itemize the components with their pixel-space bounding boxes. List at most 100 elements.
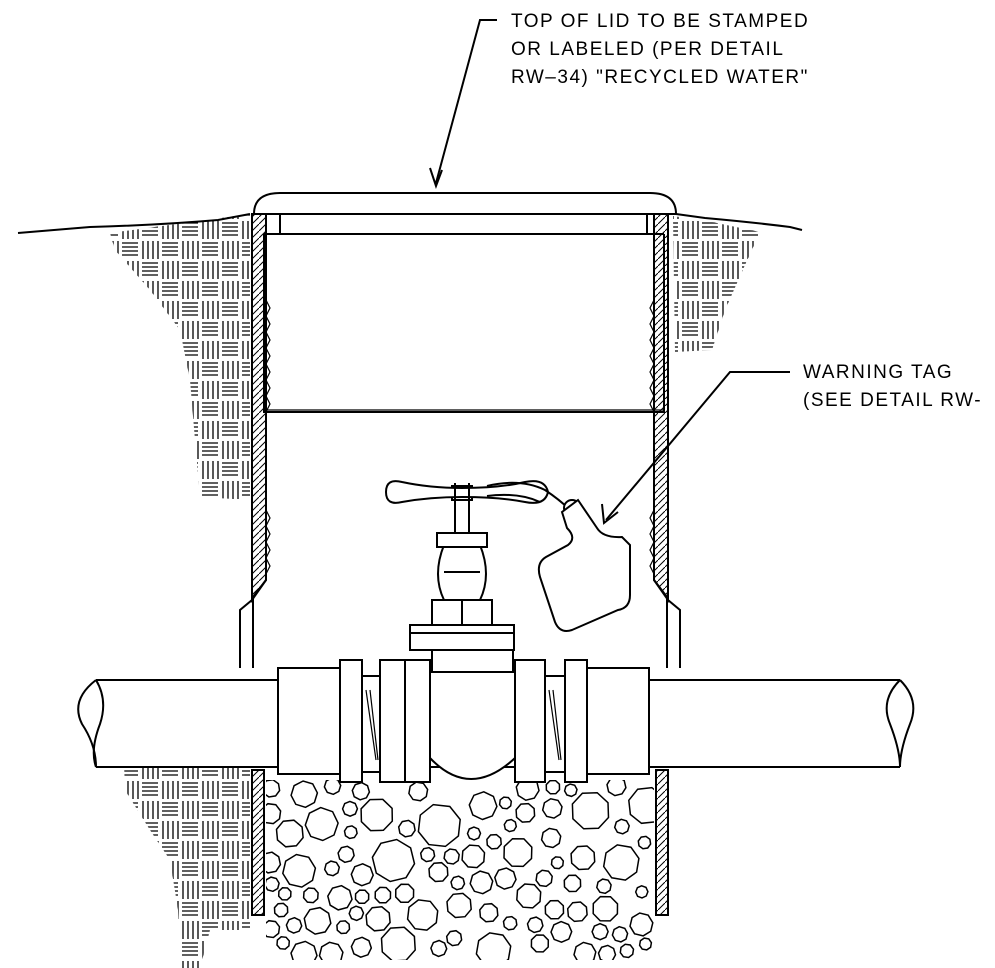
gravel-stone [406,899,439,931]
gravel-stone [446,892,472,919]
gravel-stone [638,937,653,951]
gravel-stone [290,780,319,809]
gravel-stone [394,883,415,904]
gravel-stone [266,802,282,825]
gravel-stone [606,780,627,797]
gravel-stone [266,919,281,939]
gravel-stone [397,819,416,838]
gravel-stone [613,818,631,835]
valve-box-wall-left [239,213,271,668]
gravel-stone [544,899,565,920]
gravel-stone [503,818,518,833]
gravel-stone [461,844,486,869]
gravel-stone [611,925,629,943]
gravel-stone [354,889,370,905]
gravel-stone [428,861,449,883]
gravel-stone [469,870,494,895]
lid-callout-line-1: TOP OF LID TO BE STAMPED [511,11,809,32]
gravel-stone [468,790,498,821]
gravel-stone [450,875,466,891]
gravel-stone [515,802,536,823]
lid-callout: TOP OF LID TO BE STAMPED OR LABELED (PER… [511,11,809,88]
gravel-stone [592,895,619,922]
gravel-stone [526,916,544,934]
gravel-stone [266,876,280,893]
gravel-stone [273,902,289,918]
gravel-stone [634,884,649,899]
gate-valve-body [409,485,516,780]
gravel-stone [591,922,609,941]
gravel-stone [540,827,562,849]
callout-leaders [429,19,790,525]
gravel-stone [563,874,582,893]
gravel-stone [530,934,550,953]
gravel-stone [341,800,359,818]
gravel-stone [365,906,391,932]
gravel-stone [302,887,319,904]
gravel-stone [275,819,304,848]
gravel-stone [371,838,416,883]
gravel-stone [350,936,373,959]
gravel-stone [545,780,561,795]
gravel-stone [430,939,448,958]
tag-callout-line-2: (SEE DETAIL RW- [803,390,982,411]
gravel-stone [629,912,654,937]
gravel-stone [348,905,365,922]
gravel-stone [597,944,617,960]
gravel-stone [360,798,394,832]
gravel-stone [498,796,513,810]
gravel-stone [571,791,610,830]
tag-callout-line-1: WARNING TAG [803,362,953,383]
gravel-stone [408,781,429,802]
native-soil-hatch [110,214,760,968]
gravel-stone [276,936,291,950]
gravel-stone [493,867,517,890]
gravel-stone [374,886,392,904]
gravel-stone [502,915,518,931]
pipe-couplings [277,659,650,783]
gravel-bed [266,780,654,960]
warning-tag [486,481,631,632]
gravel-stone [443,848,460,865]
gravel-stone [516,883,542,909]
gravel-stone [550,856,565,870]
gravel-stone [303,906,332,935]
gravel-stone [419,846,436,863]
gravel-stone [573,941,597,960]
gravel-stone [285,916,303,934]
valve-box-lower-walls [251,769,669,916]
gravel-stone [637,835,652,850]
gravel-stone [550,920,573,944]
gravel-stone [380,926,416,960]
gravel-stone [619,943,635,959]
gravel-stone [323,860,341,877]
gravel-stone [277,887,292,901]
gravel-stone [535,869,553,888]
gravel-stone [503,837,533,868]
gravel-stone [304,806,339,842]
valve-box-lid [252,192,678,413]
gravel-stone [343,825,358,840]
gravel-stone [466,826,482,841]
gravel-stone [281,853,317,888]
gravel-stone [445,929,463,947]
gravel-stone [417,803,461,848]
gravel-stone [323,780,342,796]
tag-callout: WARNING TAG (SEE DETAIL RW- [803,362,982,411]
gravel-stone [566,901,588,923]
lid-callout-line-3: RW–34) "RECYCLED WATER" [511,67,809,88]
gravel-stone [326,884,353,911]
gravel-stone [475,932,512,960]
gravel-stone [479,902,499,923]
gravel-stone [570,845,596,871]
ground-line-right [675,213,803,231]
gravel-stone [563,783,578,798]
gravel-stone [266,780,281,798]
gravel-stone [595,878,612,895]
gravel-stone [266,851,282,874]
gravel-stone [486,833,502,850]
gravel-stone [351,781,371,801]
gravel-stone [318,941,344,960]
gravel-stone [337,845,355,864]
